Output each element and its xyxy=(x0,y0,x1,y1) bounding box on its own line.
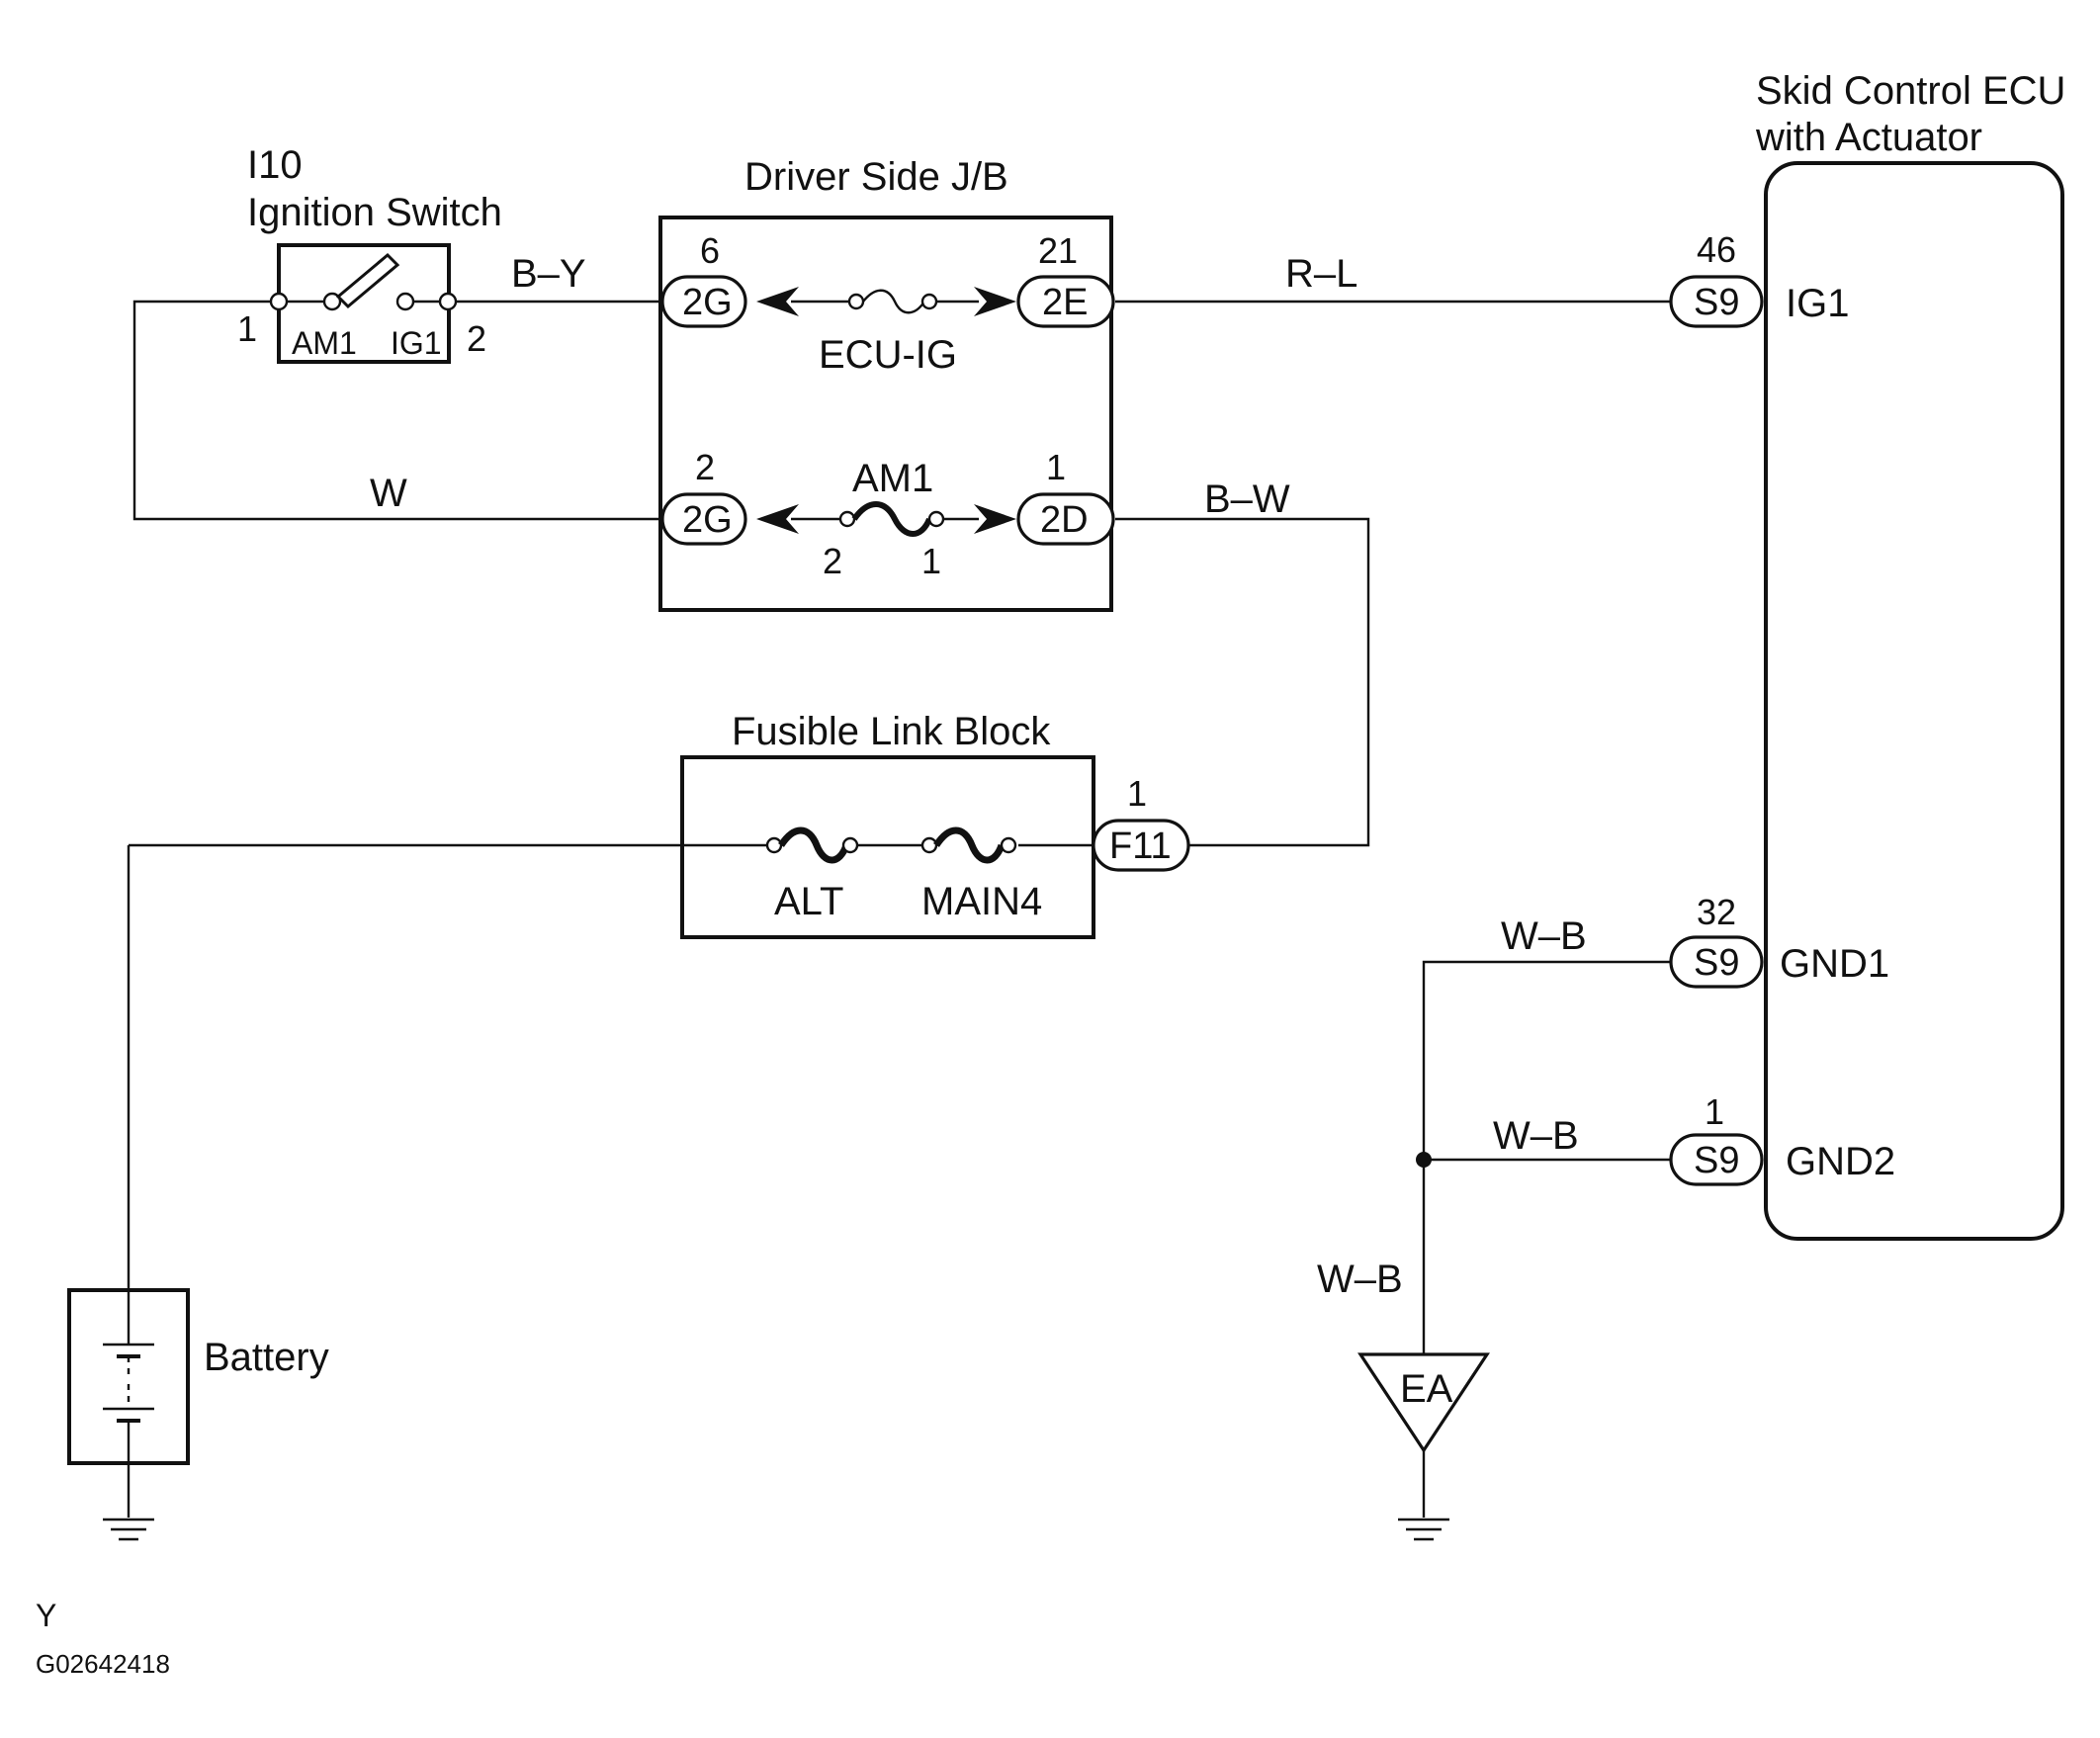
jb-bottom-left-pin: 2 xyxy=(695,447,715,487)
jb-connector-2g-bottom-label: 2G xyxy=(682,499,733,541)
fuse-alt xyxy=(778,826,850,864)
jb-arrow-right-bottom xyxy=(974,504,1016,534)
jb-arrow-right-top xyxy=(974,287,1016,316)
ecu-terminal-gnd2-pin: 1 xyxy=(1705,1091,1724,1132)
battery-label: Battery xyxy=(204,1336,329,1379)
battery: Battery xyxy=(67,1288,329,1541)
ecu-connector-s9-gnd1-label: S9 xyxy=(1694,942,1739,984)
fusible-link-connector-pin: 1 xyxy=(1127,773,1147,814)
ignition-terminal-2 xyxy=(438,292,458,311)
jb-connector-2g-top xyxy=(660,275,747,328)
fuse-main4-label: MAIN4 xyxy=(921,880,1042,923)
ecu-connector-s9-gnd2-label: S9 xyxy=(1694,1140,1739,1181)
ecu-terminal-gnd2-name: GND2 xyxy=(1786,1140,1895,1183)
footer-code: G02642418 xyxy=(36,1649,170,1679)
jb-connector-2d xyxy=(1016,492,1115,546)
jb-fuse-am1-pin-2: 2 xyxy=(823,541,842,581)
skid-control-ecu: Skid Control ECU with Actuator 46 S9 IG1… xyxy=(1669,69,2065,1241)
jb-arrow-left-top xyxy=(756,287,799,316)
ecu-box xyxy=(1764,161,2064,1241)
ecu-terminal-gnd1-pin: 32 xyxy=(1697,892,1736,932)
ignition-pin-1: 1 xyxy=(237,308,257,349)
jb-box xyxy=(658,216,1113,612)
wire-label-gnd2: W–B xyxy=(1493,1114,1579,1158)
ecu-name-line2: with Actuator xyxy=(1755,116,1982,159)
wire-label-ground: W–B xyxy=(1317,1258,1403,1301)
ignition-contact-ig1 xyxy=(395,292,415,311)
splice-point xyxy=(1416,1152,1432,1168)
jb-connector-2e-label: 2E xyxy=(1042,282,1088,323)
ignition-terminal-1 xyxy=(269,292,289,311)
driver-side-jb: Driver Side J/B 6 2G 21 2E ECU-IG 2 2G 1… xyxy=(658,155,1115,612)
fusible-link-connector-f11-label: F11 xyxy=(1109,826,1172,867)
ignition-switch-name: Ignition Switch xyxy=(247,191,502,234)
jb-fuse-am1 xyxy=(851,501,932,537)
ecu-connector-s9-ig1 xyxy=(1669,275,1764,328)
ecu-connector-s9-gnd2 xyxy=(1669,1133,1764,1186)
ecu-terminal-ig1-name: IG1 xyxy=(1786,282,1849,325)
jb-fuse-am1-pin-1: 1 xyxy=(921,541,941,581)
jb-fuse-am1-label: AM1 xyxy=(852,457,933,500)
fusible-link-block: Fusible Link Block ALT MAIN4 1 F11 xyxy=(680,710,1190,939)
wire-label-w: W xyxy=(370,472,407,515)
fuse-main4 xyxy=(933,826,1006,864)
ecu-connector-s9-gnd1 xyxy=(1669,935,1764,989)
wire-b-w xyxy=(1115,517,1370,847)
ignition-contact-ig1-label: IG1 xyxy=(391,325,442,361)
jb-connector-2g-top-label: 2G xyxy=(682,282,733,323)
ignition-switch: I10 Ignition Switch AM1 IG1 1 2 xyxy=(237,143,502,364)
jb-fuse-ecu-ig xyxy=(862,289,925,314)
jb-connector-2g-bottom xyxy=(660,492,747,546)
fusible-link-connector-f11 xyxy=(1092,819,1190,872)
wire-gnd1 xyxy=(1422,960,1671,1354)
fuse-alt-label: ALT xyxy=(774,880,843,923)
wire-label-gnd1: W–B xyxy=(1501,914,1587,958)
ecu-connector-s9-ig1-label: S9 xyxy=(1694,282,1739,323)
wire-w xyxy=(132,300,660,521)
ground-point-triangle xyxy=(1357,1352,1490,1453)
ignition-switch-lever xyxy=(335,252,400,309)
ground-point-label: EA xyxy=(1400,1367,1453,1411)
jb-bottom-right-pin: 1 xyxy=(1046,447,1066,487)
jb-top-right-pin: 21 xyxy=(1038,230,1078,271)
footer-marker: Y xyxy=(36,1598,56,1633)
ground-point-ea: EA xyxy=(1357,1352,1490,1541)
jb-top-left-pin: 6 xyxy=(700,230,720,271)
jb-connector-2d-label: 2D xyxy=(1040,499,1089,541)
wire-label-b-y: B–Y xyxy=(511,252,586,296)
jb-fuse-ecu-ig-label: ECU-IG xyxy=(819,333,957,377)
ignition-contact-am1-label: AM1 xyxy=(292,325,357,361)
wire-label-r-l: R–L xyxy=(1285,252,1357,296)
ecu-terminal-gnd1-name: GND1 xyxy=(1780,942,1889,986)
ecu-terminal-ig1-pin: 46 xyxy=(1697,229,1736,270)
wire-label-b-w: B–W xyxy=(1204,478,1290,521)
ecu-name-line1: Skid Control ECU xyxy=(1756,69,2065,113)
jb-arrow-left-bottom xyxy=(756,504,799,534)
fusible-link-block-title: Fusible Link Block xyxy=(732,710,1051,753)
jb-title: Driver Side J/B xyxy=(744,155,1008,199)
ignition-switch-id: I10 xyxy=(247,143,303,187)
jb-connector-2e xyxy=(1016,275,1115,328)
ignition-pin-2: 2 xyxy=(467,318,486,359)
